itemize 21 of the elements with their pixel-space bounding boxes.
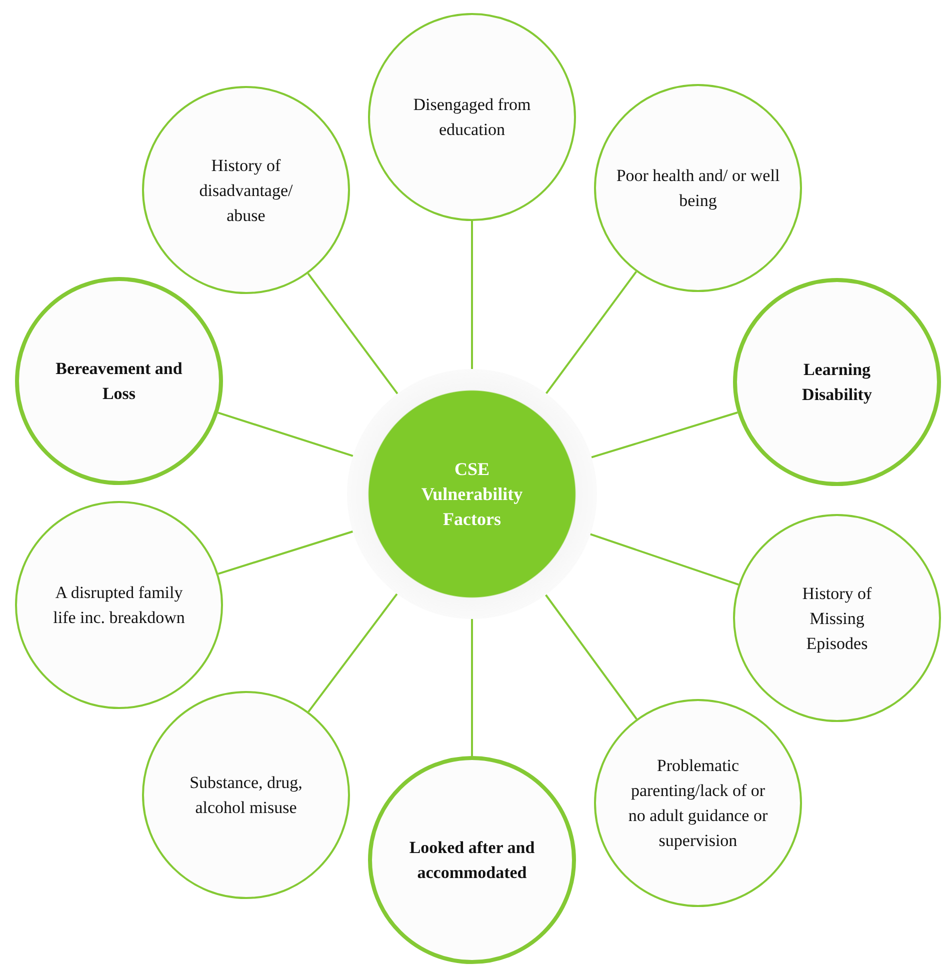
connector-line — [218, 530, 354, 575]
connector-line — [471, 619, 473, 756]
connector-line — [590, 533, 739, 586]
connector-line — [471, 221, 473, 369]
factor-label: Looked after and accommodated — [408, 837, 536, 884]
factor-label: Learning Disability — [801, 359, 873, 406]
connector-line — [545, 271, 638, 394]
factor-label: Disengaged from education — [412, 94, 532, 141]
factor-label: History of Missing Episodes — [801, 582, 873, 655]
factor-label: Poor health and/ or well being — [615, 165, 781, 212]
factor-label: History of disadvantage/ abuse — [198, 154, 294, 226]
connector-line — [544, 594, 638, 720]
connector-line — [308, 593, 398, 712]
connector-line — [218, 412, 354, 457]
factor-label: Problematic parenting/lack of or no adult guidance or supervision — [627, 755, 769, 852]
factor-label: Bereavement and Loss — [54, 358, 184, 405]
connector-line — [591, 412, 738, 458]
center-title: CSE Vulnerability Factors — [420, 458, 524, 530]
factor-label: A disrupted family life inc. breakdown — [52, 582, 186, 629]
factor-label: Substance, drug, alcohol misuse — [188, 772, 304, 819]
connector-line — [307, 272, 398, 394]
